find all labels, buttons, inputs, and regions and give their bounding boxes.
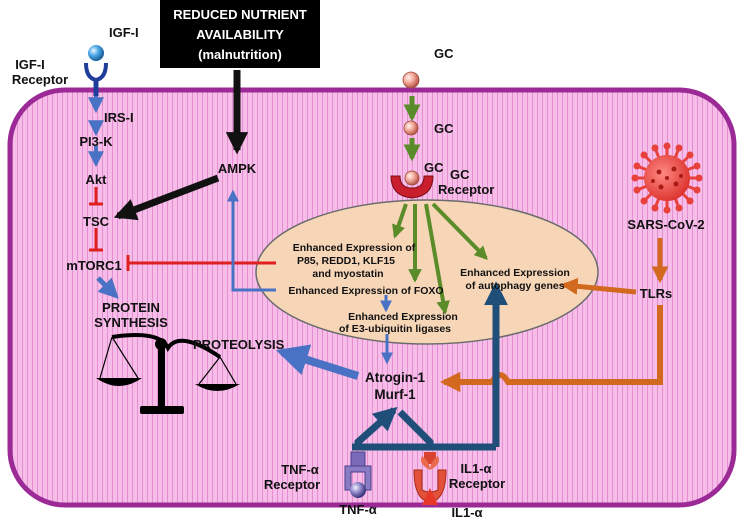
nutrient-box-line3: (malnutrition) bbox=[198, 47, 282, 62]
label-nucleus-autophagy-line2: of autophagy genes bbox=[465, 280, 564, 292]
nutrient-box-line2: AVAILABILITY bbox=[196, 27, 284, 42]
gc-molecule-membrane bbox=[403, 120, 419, 136]
label-gc-membrane: GC bbox=[434, 121, 454, 136]
label-akt: Akt bbox=[86, 172, 108, 187]
arrow-foxo-to-ampk bbox=[227, 189, 276, 292]
label-nucleus-foxo: Enhanced Expression of FOXO bbox=[288, 285, 443, 297]
il1-ligand bbox=[422, 488, 438, 505]
label-ampk: AMPK bbox=[218, 161, 257, 176]
label-atrogin1: Atrogin-1 bbox=[365, 370, 425, 385]
label-nucleus-expr1-line1: Enhanced Expression of bbox=[293, 242, 416, 254]
label-nucleus-autophagy-line1: Enhanced Expression bbox=[460, 267, 570, 279]
inhibit-akt-tsc bbox=[89, 187, 103, 206]
tnf-ligand bbox=[350, 482, 366, 498]
label-nucleus-expr1-line2: P85, REDD1, KLF15 bbox=[297, 255, 395, 267]
sars-cov-2-virus-icon bbox=[631, 142, 703, 214]
label-igf1-receptor-line2: Receptor bbox=[12, 72, 68, 87]
arrow-atrogin-to-proteolysis bbox=[275, 344, 360, 380]
label-protein-synthesis-line1: PROTEIN bbox=[102, 300, 160, 315]
label-il1-receptor-line1: IL1-α bbox=[460, 461, 491, 476]
arrow-tlrs-to-autophagy bbox=[560, 277, 637, 295]
label-tnf: TNF-α bbox=[339, 502, 377, 517]
label-protein-synthesis-line2: SYNTHESIS bbox=[94, 315, 168, 330]
label-nucleus-e3-line1: Enhanced Expression bbox=[348, 311, 458, 323]
label-proteolysis: PROTEOLYSIS bbox=[193, 337, 285, 352]
gc-receptor bbox=[390, 175, 434, 199]
label-nucleus-e3-line2: of E3-ubiquitin ligases bbox=[339, 323, 451, 335]
inhibit-tsc-mtorc1 bbox=[89, 228, 103, 252]
label-gc-inside: GC bbox=[424, 160, 444, 175]
label-tsc: TSC bbox=[83, 214, 110, 229]
arrow-ampk-to-tsc bbox=[113, 174, 220, 221]
arrow-mtorc1-to-synthesis bbox=[96, 276, 119, 299]
inhibit-nucleus-mtorc1 bbox=[126, 255, 276, 271]
label-il1: IL1-α bbox=[451, 505, 482, 520]
arrow-receptor-to-expr1 bbox=[392, 203, 408, 239]
arrow-receptor-to-autophagy bbox=[431, 202, 488, 260]
label-igf1-receptor-line1: IGF-I bbox=[15, 57, 45, 72]
label-murf1: Murf-1 bbox=[374, 387, 416, 402]
nutrient-box: REDUCED NUTRIENT AVAILABILITY (malnutrit… bbox=[160, 0, 320, 68]
label-gc-outside: GC bbox=[434, 46, 454, 61]
gc-molecule-bound bbox=[404, 170, 420, 186]
label-igf1: IGF-I bbox=[109, 25, 139, 40]
nutrient-box-line1: REDUCED NUTRIENT bbox=[173, 7, 307, 22]
balance-scale-icon bbox=[96, 333, 240, 414]
label-tlrs: TLRs bbox=[640, 286, 673, 301]
label-gc-receptor-line1: GC bbox=[450, 167, 470, 182]
label-irs1: IRS-I bbox=[104, 110, 134, 125]
il1-receptor bbox=[413, 452, 447, 503]
igf1-receptor bbox=[84, 62, 108, 96]
igf1-ligand bbox=[88, 45, 104, 61]
arrow-tlrs-to-atrogin bbox=[439, 305, 663, 393]
label-sars-cov-2: SARS-CoV-2 bbox=[627, 217, 704, 232]
gc-molecule-outside bbox=[402, 71, 420, 89]
label-il1-receptor-line2: Receptor bbox=[449, 476, 505, 491]
label-gc-receptor-line2: Receptor bbox=[438, 182, 494, 197]
label-pi3k: PI3-K bbox=[79, 134, 113, 149]
tnf-receptor bbox=[344, 451, 372, 491]
label-mtorc1: mTORC1 bbox=[66, 258, 121, 273]
label-tnf-receptor-line2: Receptor bbox=[264, 477, 320, 492]
label-nucleus-expr1-line3: and myostatin bbox=[312, 268, 383, 280]
arrow-receptor-to-e3 bbox=[424, 203, 450, 315]
nucleus bbox=[255, 199, 599, 345]
label-tnf-receptor-line1: TNF-α bbox=[281, 462, 319, 477]
